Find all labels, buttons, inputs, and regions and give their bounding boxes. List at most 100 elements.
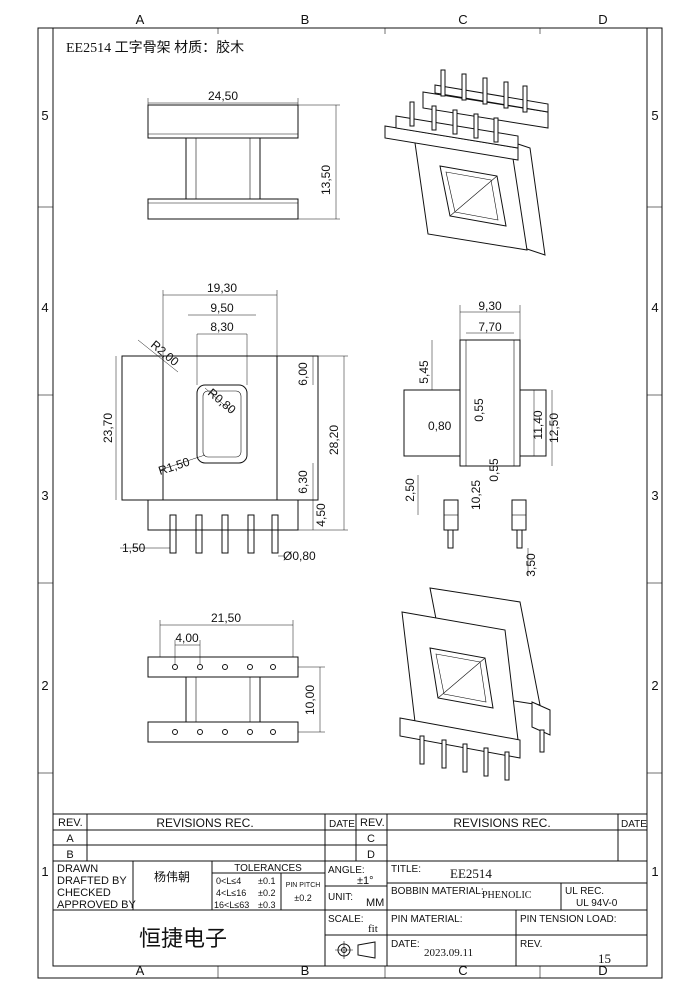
row-label-left: 5 bbox=[41, 108, 48, 123]
col-label-top: C bbox=[458, 12, 467, 27]
unit-value: MM bbox=[366, 897, 384, 909]
dim-right-wall-b: 0,55 bbox=[487, 458, 501, 482]
company-name: 恒捷电子 bbox=[139, 926, 227, 951]
date-header-right: DATE bbox=[621, 819, 647, 830]
dim-front-width: 24,50 bbox=[208, 89, 238, 103]
bobbin-material-value: PHENOLIC bbox=[482, 890, 532, 901]
angle-value: ±1° bbox=[357, 875, 374, 887]
dim-side-total-height: 23,70 bbox=[101, 413, 115, 443]
title-value: EE2514 bbox=[450, 866, 492, 881]
pin-pitch-label: PIN PITCH bbox=[286, 882, 321, 889]
rev-row-a: A bbox=[66, 833, 74, 845]
projection-symbol bbox=[335, 941, 376, 959]
rev-row-b: B bbox=[66, 849, 73, 861]
isometric-view-top bbox=[384, 69, 549, 256]
revisions-header-left: REVISIONS REC. bbox=[156, 816, 253, 830]
dim-right-top: 5,45 bbox=[417, 360, 431, 384]
side-pins bbox=[169, 514, 279, 554]
bottom-pin-holes bbox=[172, 664, 276, 735]
col-label-bottom: C bbox=[458, 963, 467, 978]
dim-side-pin-length: 4,50 bbox=[314, 503, 328, 527]
sheet-number: 15 bbox=[598, 951, 611, 966]
dim-right-pin-h: 10,25 bbox=[469, 480, 483, 510]
angle-label: ANGLE: bbox=[328, 865, 365, 876]
tol-value-2: ±0.2 bbox=[258, 888, 275, 898]
col-label-bottom: D bbox=[598, 963, 607, 978]
row-label-right: 4 bbox=[651, 300, 658, 315]
row-label-right: 5 bbox=[651, 108, 658, 123]
row-label-left: 2 bbox=[41, 678, 48, 693]
row-label-left: 1 bbox=[41, 864, 48, 879]
ul-rec-label: UL REC. bbox=[565, 886, 604, 897]
row-label-left: 4 bbox=[41, 300, 48, 315]
rev-header-left: REV. bbox=[58, 817, 83, 829]
pin-tension-label: PIN TENSION LOAD: bbox=[520, 914, 617, 925]
dim-right-pin-tail: 3,50 bbox=[524, 553, 538, 577]
pin-material-label: PIN MATERIAL: bbox=[391, 914, 463, 925]
row-label-right: 1 bbox=[651, 864, 658, 879]
col-label-top: B bbox=[301, 12, 310, 27]
approved-by-label: APPROVED BY bbox=[57, 899, 137, 911]
col-label-top: D bbox=[598, 12, 607, 27]
dim-side-pin-offset: 1,50 bbox=[122, 541, 146, 555]
dim-side-flange-height: 28,20 bbox=[327, 425, 341, 455]
drafted-by-label: DRAFTED BY bbox=[57, 875, 127, 887]
col-label-bottom: B bbox=[301, 963, 310, 978]
dim-right-width-b: 7,70 bbox=[478, 320, 502, 334]
dim-window-radius: R0,80 bbox=[205, 386, 239, 418]
dim-bottom-pitch: 4,00 bbox=[175, 631, 199, 645]
dim-right-core-a: 11,40 bbox=[531, 410, 545, 439]
scale-value: fit bbox=[368, 923, 378, 935]
side-view: 19,30 9,50 8,30 R2,00 R0,80 R1,50 23,70 … bbox=[101, 281, 348, 563]
title-label: TITLE: bbox=[391, 864, 421, 875]
sheet-frame bbox=[37, 27, 663, 979]
tol-range-1: 0<L≤4 bbox=[216, 876, 241, 886]
dim-front-height: 13,50 bbox=[319, 165, 333, 195]
ul-value: UL 94V-0 bbox=[576, 898, 618, 909]
dim-bottom-width: 21,50 bbox=[211, 611, 241, 625]
dim-right-slot: 0,80 bbox=[428, 419, 452, 433]
row-label-right: 2 bbox=[651, 678, 658, 693]
isometric-view-bottom bbox=[399, 587, 551, 781]
dim-side-top-margin: 6,00 bbox=[296, 362, 310, 386]
dim-side-pin-diameter: Ø0,80 bbox=[283, 549, 316, 563]
dim-lower-radius: R1,50 bbox=[157, 455, 192, 478]
right-view: 9,30 7,70 5,45 0,55 0,80 11,40 12,50 2,5… bbox=[403, 299, 561, 577]
tolerances-label: TOLERANCES bbox=[234, 863, 302, 874]
rev-row-d: D bbox=[367, 849, 375, 861]
checked-label: CHECKED bbox=[57, 887, 111, 899]
dim-right-core-b: 12,50 bbox=[547, 413, 561, 443]
revisions-header-right: REVISIONS REC. bbox=[453, 816, 550, 830]
dim-corner-radius: R2,00 bbox=[148, 338, 182, 370]
row-label-right: 3 bbox=[651, 488, 658, 503]
part-title: EE2514 工字骨架 材质：胶木 bbox=[66, 39, 244, 56]
date-value: 2023.09.11 bbox=[424, 947, 473, 959]
col-label-top: A bbox=[136, 12, 145, 27]
dim-side-inner: 8,30 bbox=[210, 320, 234, 334]
date-header-left: DATE bbox=[329, 819, 355, 830]
drawn-label: DRAWN bbox=[57, 863, 98, 875]
scale-label: SCALE: bbox=[328, 914, 364, 925]
unit-label: UNIT: bbox=[328, 892, 353, 903]
tol-value-3: ±0.3 bbox=[258, 900, 275, 910]
dim-side-bottom-margin: 6,30 bbox=[296, 470, 310, 494]
pin-pitch-tolerance: ±0.2 bbox=[294, 893, 311, 903]
drafter-name: 杨伟朝 bbox=[154, 869, 190, 884]
tol-range-3: 16<L≤63 bbox=[214, 900, 249, 910]
dim-side-mid: 9,50 bbox=[210, 301, 234, 315]
bottom-view: 21,50 4,00 10,00 bbox=[147, 611, 325, 743]
title-block: REV. REVISIONS REC. DATE REV. REVISIONS … bbox=[53, 813, 647, 966]
dim-bottom-row-gap: 10,00 bbox=[303, 685, 317, 715]
rev-label: REV. bbox=[520, 939, 542, 950]
border-labels: A B C D A B C D 5 4 3 2 1 5 4 3 2 1 bbox=[41, 12, 658, 978]
dim-right-width-a: 9,30 bbox=[478, 299, 502, 313]
tol-value-1: ±0.1 bbox=[258, 876, 275, 886]
bobbin-material-label: BOBBIN MATERIAL: bbox=[391, 886, 484, 897]
rev-row-c: C bbox=[367, 833, 375, 845]
dim-side-outer: 19,30 bbox=[207, 281, 237, 295]
dim-right-pin-step: 2,50 bbox=[403, 478, 417, 502]
col-label-bottom: A bbox=[136, 963, 145, 978]
date-label: DATE: bbox=[391, 939, 420, 950]
row-label-left: 3 bbox=[41, 488, 48, 503]
